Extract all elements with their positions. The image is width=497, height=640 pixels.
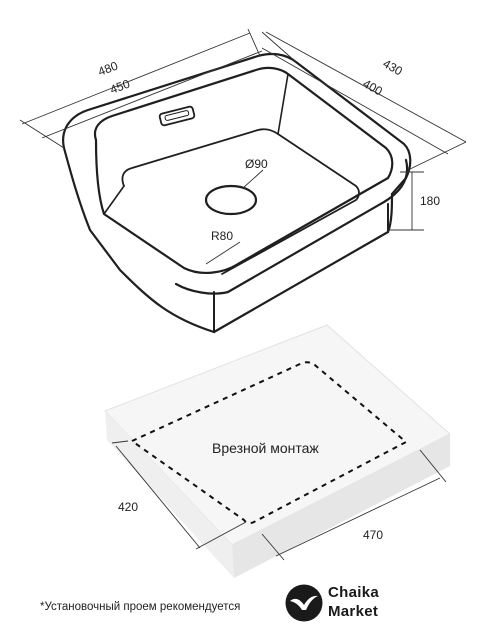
countertop-front-face: [232, 434, 450, 578]
brand-name-line2: Market: [328, 603, 379, 620]
countertop-top-face: [104, 324, 451, 546]
seagull-logo-icon: [285, 584, 323, 622]
installation-footnote: *Установочный проем рекомендуется: [40, 601, 241, 613]
cutout-dimension-lines: [111, 440, 447, 561]
drain-diameter-label: Ø90: [245, 157, 268, 171]
brand-logo: Chaika Market: [285, 582, 425, 626]
dim-480-label: 480: [96, 58, 120, 78]
sink-outer-rim: [62, 52, 412, 196]
sink-body: [62, 52, 412, 334]
sink-inner-edge-left: [103, 185, 125, 215]
dim-470-label: 470: [363, 528, 383, 542]
countertop-left-face: [105, 411, 234, 578]
overflow-slot: [158, 105, 196, 127]
dim-450-label: 450: [108, 76, 132, 96]
dim-430-label: 430: [381, 56, 406, 78]
sink-rim-front: [174, 158, 409, 295]
sink-inner-edge-right: [355, 177, 389, 197]
cutout-labels: Врезной монтаж 420 470: [118, 440, 383, 542]
sink-bowl-floor: [121, 128, 360, 275]
sink-outer-wall: [62, 146, 216, 334]
sink-dimension-lines: [19, 28, 467, 265]
cutout-title: Врезной монтаж: [212, 440, 319, 456]
sink-inner-edge-back: [277, 73, 289, 135]
countertop-slab: [104, 324, 451, 578]
brand-name-line1: Chaika: [328, 584, 379, 601]
dim-420-label: 420: [118, 500, 138, 514]
dim-180-label: 180: [420, 194, 440, 208]
sink-rim-inner: [93, 66, 394, 274]
brand-name: Chaika Market: [328, 583, 379, 621]
corner-radius-label: R80: [211, 229, 233, 243]
drain-hole: [204, 184, 258, 216]
